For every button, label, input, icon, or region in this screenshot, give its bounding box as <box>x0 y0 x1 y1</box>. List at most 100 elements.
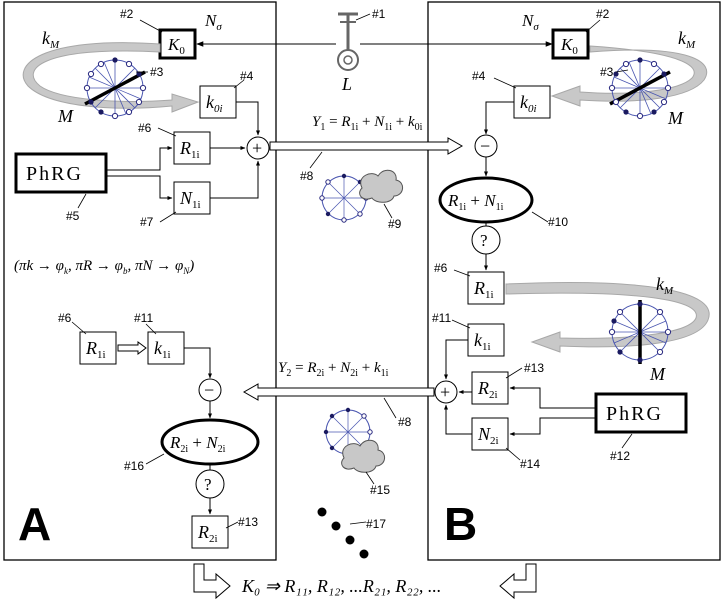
r2i-box-left <box>191 515 229 549</box>
tag-17: #17 <box>366 517 386 531</box>
panel-b-label: B <box>444 498 477 550</box>
dial-right-lower <box>608 300 672 364</box>
noise-cloud-icon <box>359 169 403 203</box>
k0i-box-right <box>513 85 551 119</box>
panel-b <box>427 1 721 561</box>
tag-3-left: #3 <box>150 65 164 79</box>
edge-phrg-n2i <box>509 417 596 436</box>
r1i-left-label: R1i <box>179 138 200 161</box>
edge-phrg-r1i <box>106 146 173 171</box>
leader-12 <box>621 433 633 449</box>
leader-13-right <box>505 367 523 379</box>
panel-a-label: A <box>18 498 51 550</box>
check-right-label: ? <box>480 231 488 250</box>
tag-4-right: #4 <box>472 69 486 83</box>
continuation-dots <box>317 507 369 559</box>
tag-11-left: #11 <box>134 311 153 325</box>
rotation-arrow-left <box>22 42 200 113</box>
km-left: kM <box>42 28 60 51</box>
tag-3-right: #3 <box>600 65 614 79</box>
n2i-right-label: N2i <box>477 424 499 447</box>
y2-equation: Y2 = R2i + N2i + k1i <box>278 360 389 379</box>
n-sigma-left: Nσ <box>204 11 222 33</box>
arrow-icon <box>193 563 231 600</box>
tag-15: #15 <box>370 483 390 497</box>
sum-ellipse-right-label: R1i + N1i <box>447 191 504 213</box>
k1i-right-label: k1i <box>474 330 491 353</box>
leader-14 <box>505 447 521 461</box>
r1i-left-bottom-label: R1i <box>85 338 106 361</box>
r1i-box-left <box>173 131 211 165</box>
leader-6-right <box>453 269 471 277</box>
r1i-right-label: R1i <box>473 278 494 301</box>
leader-4-left <box>233 79 245 89</box>
dial-left-M: M <box>57 106 74 126</box>
leader-8-bottom <box>383 397 397 419</box>
phrg-box-right <box>594 392 688 434</box>
r1i-box-left-bottom <box>79 331 117 365</box>
sum-ellipse-left-label: R2i + N2i <box>169 433 226 455</box>
leader-6-top <box>157 127 177 137</box>
leader-11-left <box>145 323 157 335</box>
leader-13-left <box>225 521 239 529</box>
leader-7 <box>159 211 177 223</box>
k0i-right-label: k0i <box>520 92 537 115</box>
phrg-right-label: PhRG <box>606 403 663 425</box>
plus-right: + <box>440 382 450 402</box>
key-icon <box>337 12 359 71</box>
tag-14: #14 <box>520 457 540 471</box>
leader-4-right <box>493 77 517 89</box>
km-right-lower: kM <box>656 274 674 297</box>
edge-phrg-n1i <box>106 175 173 200</box>
r2i-right-label: R2i <box>477 378 498 401</box>
leader-16 <box>145 453 165 465</box>
dial-left <box>83 57 147 120</box>
tag-6-bottom: #6 <box>58 311 72 325</box>
dial-right-lower-M: M <box>649 364 666 384</box>
r2i-left-label: R2i <box>197 522 218 545</box>
tag-10: #10 <box>548 215 568 229</box>
k0-right-label: K0 <box>560 35 578 57</box>
minus-left: − <box>204 380 214 400</box>
leader-6-bottom <box>71 321 87 335</box>
plus-node-right <box>434 380 458 404</box>
leader-11-right <box>451 319 471 329</box>
arrow-icon-right <box>499 563 537 600</box>
k1i-box-left <box>147 331 185 365</box>
check-left-label: ? <box>204 475 212 494</box>
tag-2-right: #2 <box>596 7 610 21</box>
hollow-arrow-y2 <box>242 383 435 401</box>
leader-17 <box>349 521 367 525</box>
mapping-formula: (πk → φk, πR → φb, πN → φN) <box>14 258 194 276</box>
dial-middle-top <box>319 173 369 223</box>
k0-left-label: K0 <box>167 35 185 57</box>
leader-9 <box>383 203 393 219</box>
tag-8-top: #8 <box>300 169 314 183</box>
k1i-left-label: k1i <box>154 338 171 361</box>
y1-equation: Y1 = R1i + N1i + k0i <box>312 114 423 133</box>
noise-cloud-icon-bottom <box>341 439 385 473</box>
minus-right: − <box>480 136 490 156</box>
tag-6-top: #6 <box>138 121 152 135</box>
tag-1: #1 <box>372 7 386 21</box>
tag-11-right: #11 <box>432 311 451 325</box>
tag-13-right: #13 <box>524 361 544 375</box>
n1i-left-label: N1i <box>179 188 201 211</box>
dial-right <box>608 57 672 120</box>
phrg-box-left <box>14 152 108 194</box>
n-sigma-right: Nσ <box>521 11 539 33</box>
panel-a <box>3 1 277 561</box>
edge-k1i-plus-right <box>444 339 468 380</box>
key-label-L: L <box>341 74 352 94</box>
tag-16: #16 <box>124 459 144 473</box>
km-right: kM <box>678 28 696 51</box>
leader-8-top <box>309 151 323 169</box>
tag-2-left: #2 <box>120 7 134 21</box>
tag-5: #5 <box>66 209 80 223</box>
k0i-left-label: k0i <box>206 92 223 115</box>
bottom-formula: K₀ ⇒ R₁₁, R₁₂, ...R₂₁, R₂₂, ... <box>241 576 441 596</box>
leader-3-right <box>615 69 629 73</box>
tag-9: #9 <box>388 217 402 231</box>
tag-8-bottom: #8 <box>398 415 412 429</box>
